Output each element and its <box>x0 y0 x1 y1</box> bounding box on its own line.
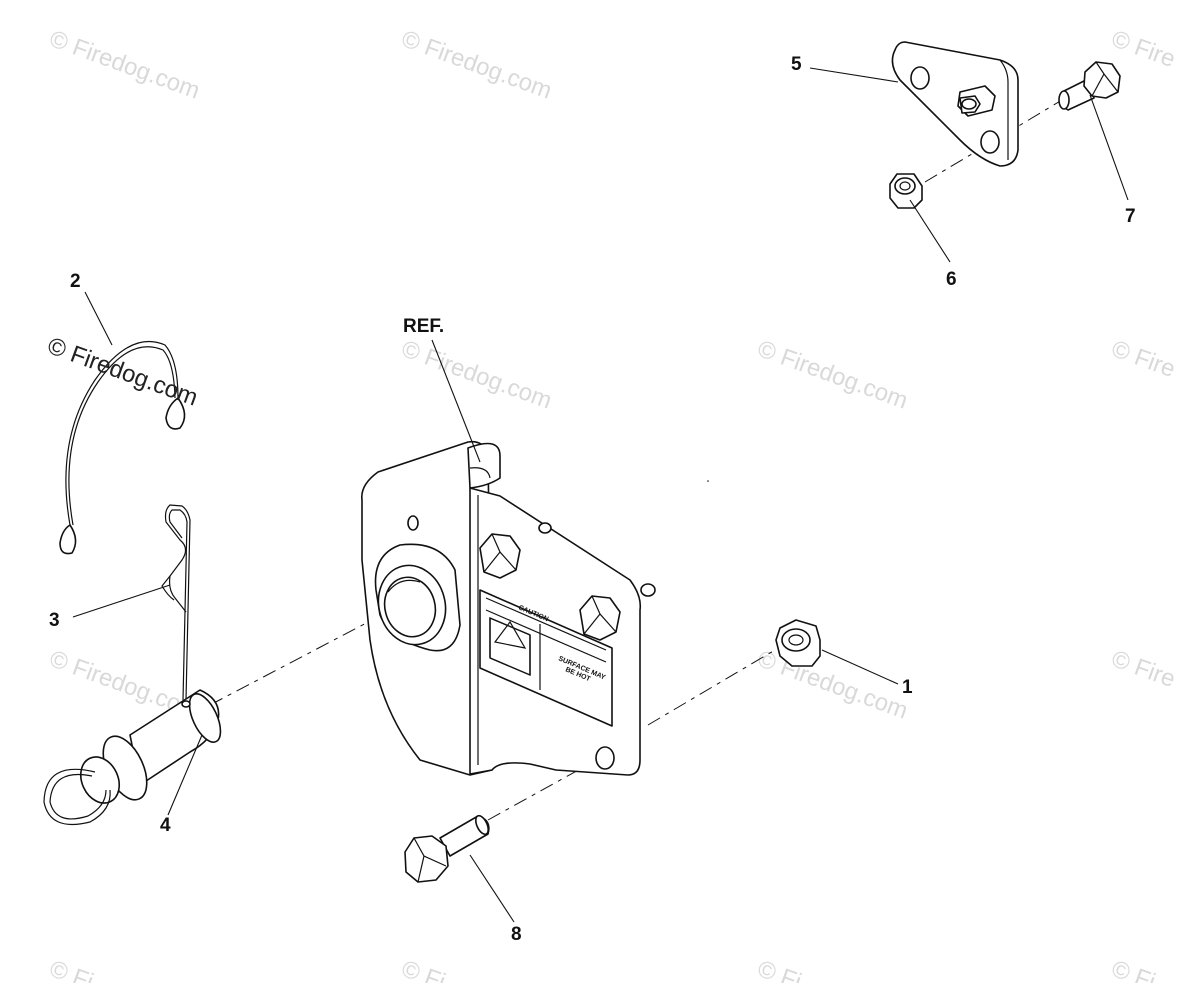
callout-6: 6 <box>946 269 957 290</box>
part-4-clevis-pin <box>43 689 222 826</box>
watermark: © Firedog.com <box>754 645 911 724</box>
ref-main-bracket: CAUTION SURFACE MAY BE HOT <box>361 440 656 776</box>
leader-lines <box>72 67 1129 923</box>
watermark: © Fi <box>754 955 805 983</box>
watermark: © Firedog.com <box>398 25 555 104</box>
watermark: © Firedog.com <box>754 335 911 414</box>
part-3-hair-pin <box>161 504 191 701</box>
callout-5: 5 <box>791 54 802 75</box>
watermark: © Firedog.com <box>46 25 203 104</box>
part-5-mounting-plate <box>891 41 1019 167</box>
watermark: © Fi <box>1108 955 1159 983</box>
watermark: © Firedog.com <box>398 335 555 414</box>
part-6-nut <box>889 173 923 209</box>
callout-8: 8 <box>511 924 522 945</box>
watermark: © Fire <box>1108 645 1179 693</box>
watermark: © Fi <box>398 955 449 983</box>
stray-dot <box>707 480 709 482</box>
watermark: © Fire <box>1108 335 1179 383</box>
caution-decal: CAUTION SURFACE MAY BE HOT <box>479 589 613 727</box>
callout-4: 4 <box>160 815 171 836</box>
callout-labels: 1 2 3 4 5 6 7 8 REF. <box>49 54 1136 945</box>
part-2-lanyard <box>59 341 186 555</box>
callout-ref: REF. <box>403 316 444 337</box>
watermark: © Fire <box>1108 25 1179 73</box>
watermark-foreground: © Firedog.com <box>44 332 201 411</box>
callout-3: 3 <box>49 610 60 631</box>
watermark-layer: © Firedog.com © Firedog.com © Fire © Fir… <box>46 25 1179 983</box>
watermark: © Fi <box>46 955 97 983</box>
callout-2: 2 <box>70 271 81 292</box>
part-7-bolt <box>1058 61 1121 111</box>
part-1-nut <box>775 619 821 667</box>
callout-7: 7 <box>1125 206 1136 227</box>
part-8-flange-bolt <box>404 814 490 883</box>
callout-1: 1 <box>902 677 913 698</box>
assembly-centerlines <box>209 99 1063 821</box>
